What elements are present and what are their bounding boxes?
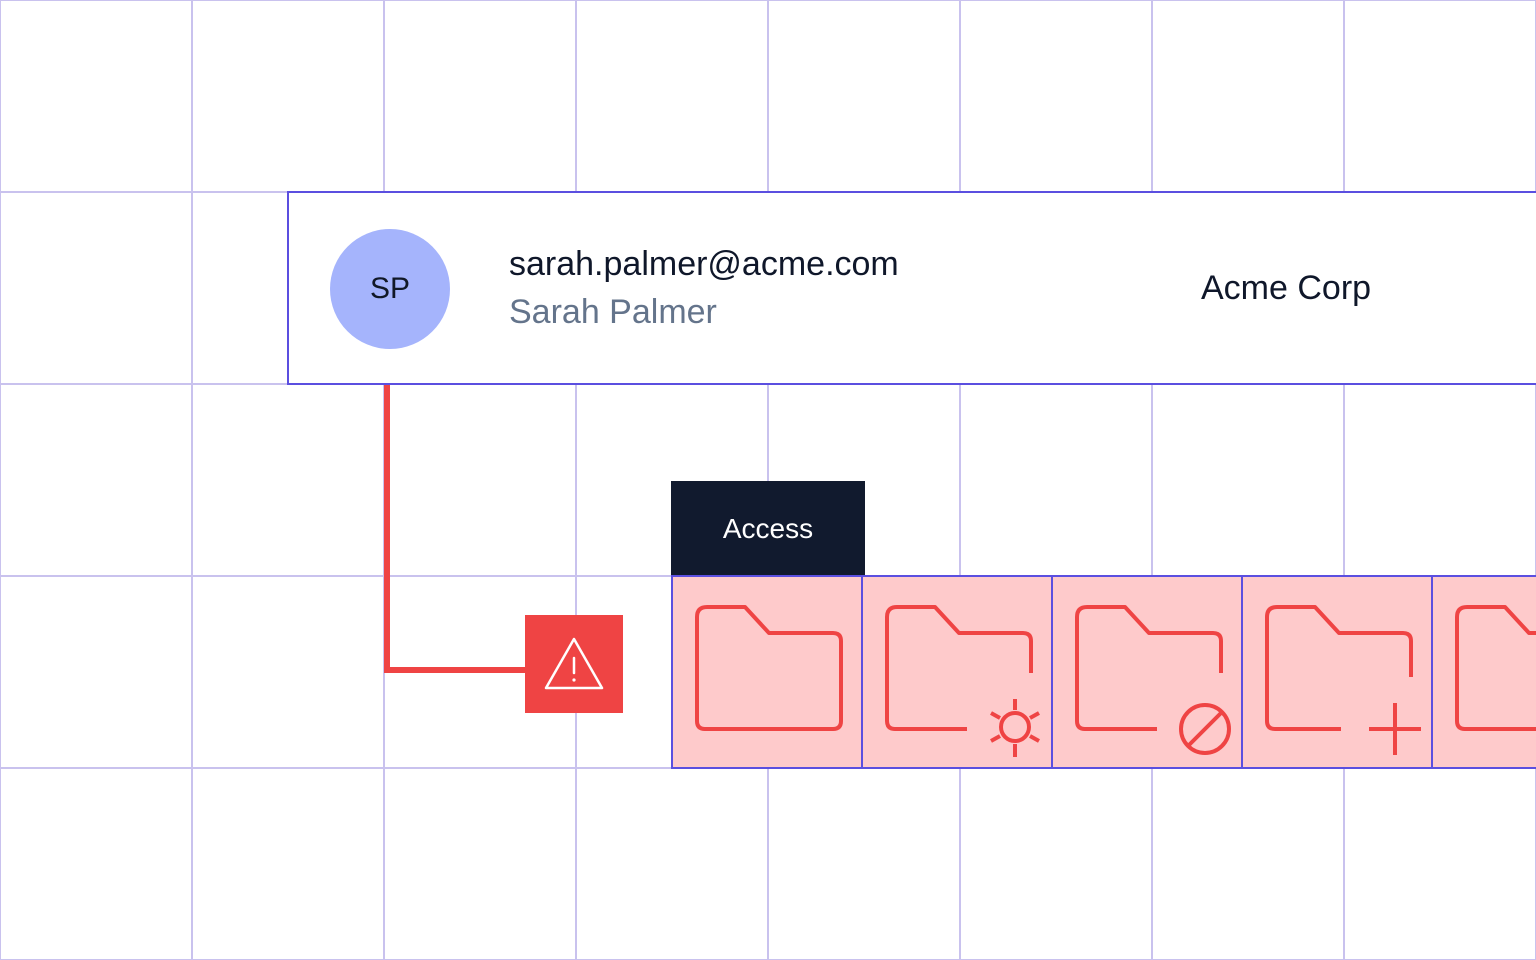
folder-item[interactable]: [671, 575, 863, 769]
folder-icon: [695, 605, 843, 731]
folder-list: [671, 575, 1536, 769]
user-card[interactable]: SP sarah.palmer@acme.com Sarah Palmer Ac…: [287, 191, 1536, 385]
folder-item[interactable]: [1241, 575, 1433, 769]
access-tab[interactable]: Access: [671, 481, 865, 576]
folder-blocked-icon: [1075, 605, 1231, 755]
warning-badge[interactable]: [525, 615, 623, 713]
access-tab-label: Access: [722, 512, 814, 544]
warning-triangle-icon: [544, 637, 604, 690]
folder-item[interactable]: [861, 575, 1053, 769]
avatar: SP: [330, 229, 450, 349]
user-email: sarah.palmer@acme.com: [509, 245, 899, 283]
avatar-initials: SP: [369, 272, 411, 305]
folder-settings-icon: [885, 605, 1040, 757]
folder-add-icon: [1265, 605, 1421, 755]
user-name: Sarah Palmer: [509, 293, 717, 331]
folder-item[interactable]: [1051, 575, 1243, 769]
folder-item[interactable]: [1431, 575, 1536, 769]
folder-icon: [1455, 605, 1536, 731]
user-company: Acme Corp: [1201, 269, 1372, 307]
